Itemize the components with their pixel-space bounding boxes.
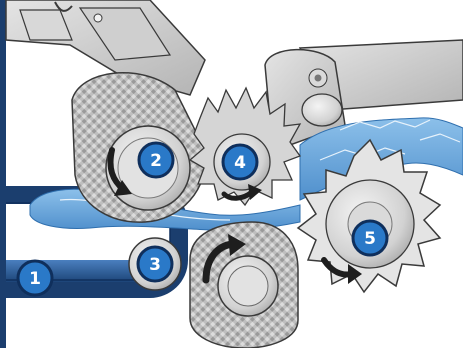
belt-direction-arrow	[6, 208, 18, 220]
badge-4: 4	[221, 143, 259, 181]
upper-frame	[5, 0, 206, 96]
left-frame-rail	[0, 0, 6, 348]
output-gear	[296, 138, 442, 294]
upper-right-housing	[264, 39, 463, 146]
badge-4-label: 4	[234, 153, 246, 173]
badge-1: 1	[16, 259, 54, 297]
badge-2-label: 2	[150, 151, 162, 171]
badge-2: 2	[137, 141, 175, 179]
rotation-arrow-3	[202, 240, 236, 284]
badge-3: 3	[136, 245, 174, 283]
upper-feed-roller	[71, 71, 207, 223]
badge-1-label: 1	[29, 269, 41, 289]
lower-feed-roller	[189, 221, 299, 348]
badge-5-label: 5	[364, 229, 376, 249]
badge-5: 5	[351, 219, 389, 257]
badge-3-label: 3	[149, 255, 161, 275]
rotation-arrows	[107, 147, 362, 284]
